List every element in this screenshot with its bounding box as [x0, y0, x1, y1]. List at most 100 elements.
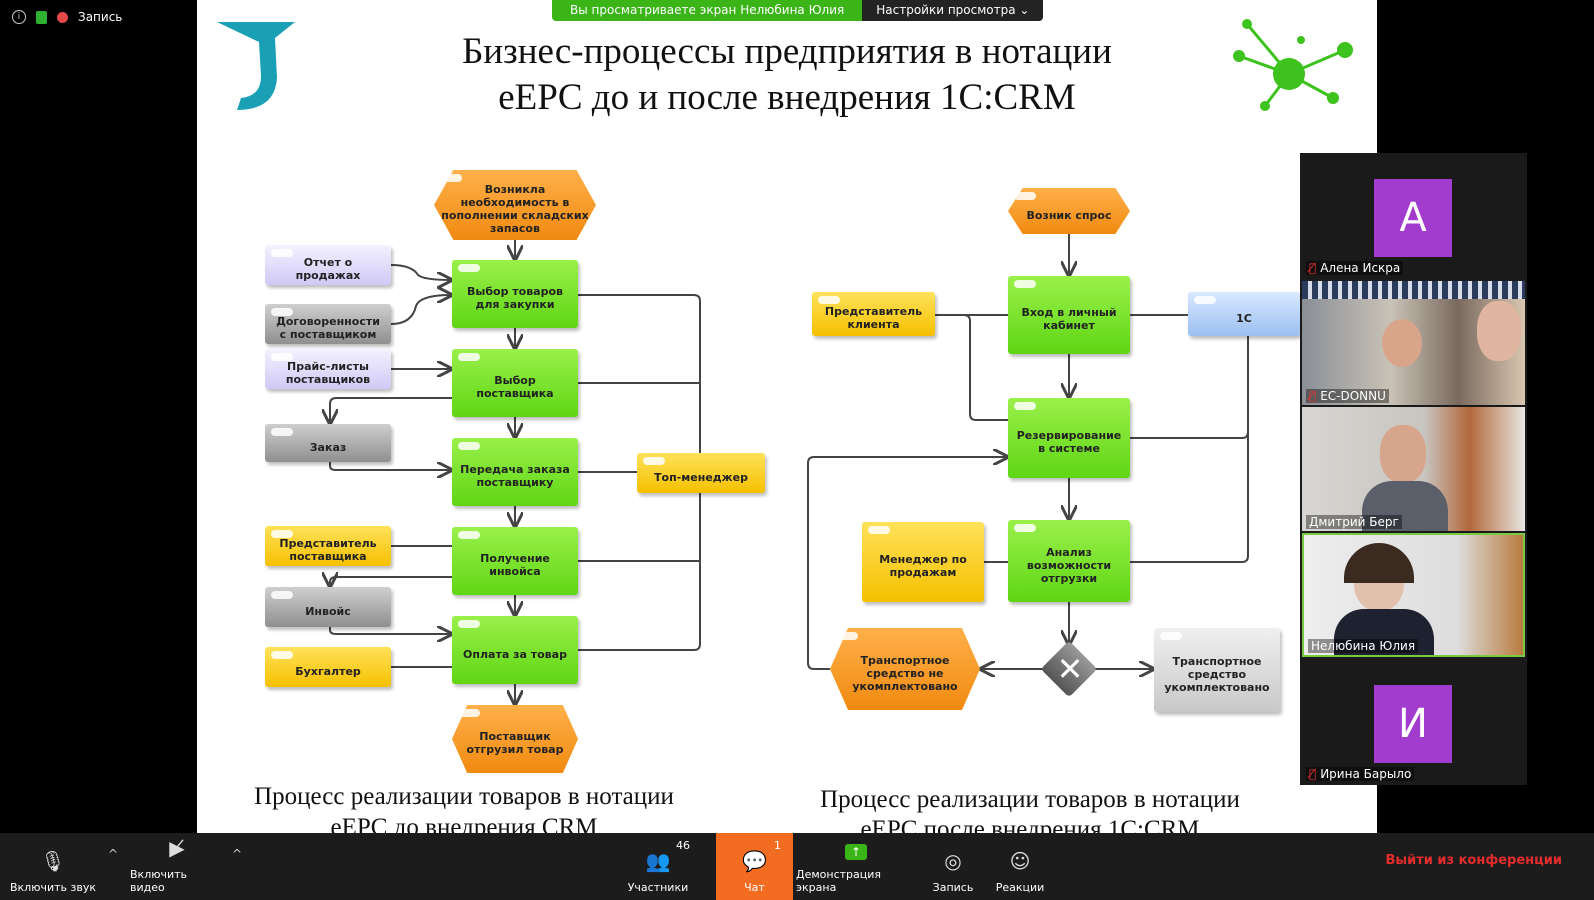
- epc-event-result-box: Транспортное средство укомплектовано: [1154, 628, 1280, 712]
- participants-gallery: А 🎙̸Алена Искра 🎙̸EC-DONNU Дмитрий Берг …: [1300, 153, 1527, 785]
- caption-left-2: eEPC до внедрения CRM: [330, 814, 598, 833]
- function-marker-icon: [458, 531, 480, 539]
- epc-document-box: Инвойс: [265, 587, 391, 627]
- epc-event-box: Возник спрос: [1008, 188, 1130, 234]
- recording-label: Запись: [78, 10, 123, 24]
- box-label: Бухгалтер: [295, 664, 361, 678]
- caption-left: Процесс реализации товаров в нотации: [254, 783, 674, 810]
- video-person: [1477, 301, 1521, 361]
- box-label: Поставщик отгрузил товар: [466, 730, 564, 756]
- epc-function-box: Выбор поставщика: [452, 349, 578, 417]
- epc-document-box: Заказ: [265, 424, 391, 462]
- record-icon: ◎: [944, 849, 962, 873]
- avatar: И: [1374, 685, 1452, 763]
- function-marker-icon: [458, 264, 480, 272]
- caption-right: Процесс реализации товаров в нотации: [820, 786, 1240, 813]
- epc-function-box: Выбор товаров для закупки: [452, 260, 578, 328]
- box-label: Представитель поставщика: [279, 537, 377, 563]
- participant-video-tile-active-speaker[interactable]: Нелюбина Юлия: [1302, 533, 1525, 657]
- epc-org-unit-box: Менеджер по продажам: [862, 522, 984, 602]
- audio-options-caret-icon[interactable]: ^: [108, 847, 119, 861]
- event-marker-icon: [440, 174, 462, 182]
- participant-name: Дмитрий Берг: [1309, 515, 1399, 529]
- box-label: Передача заказа поставщику: [460, 463, 570, 489]
- box-label: Выбор поставщика: [476, 374, 554, 400]
- epc-org-unit-box: Представитель поставщика: [265, 526, 391, 566]
- participant-video-tile[interactable]: 🎙̸EC-DONNU: [1302, 281, 1525, 405]
- box-label: Выбор товаров для закупки: [467, 285, 563, 311]
- function-marker-icon: [1014, 402, 1036, 410]
- box-label: Получение инвойса: [480, 552, 550, 578]
- start-video-button[interactable]: ▶̸Включить видео: [130, 836, 188, 894]
- video-background: [1302, 281, 1525, 299]
- document-marker-icon: [271, 308, 293, 316]
- epc-function-box: Оплата за товар: [452, 616, 578, 684]
- record-button[interactable]: ◎Запись: [932, 849, 974, 894]
- box-label: Вход в личный кабинет: [1021, 306, 1117, 332]
- org-unit-marker-icon: [271, 651, 293, 659]
- epc-function-box: Передача заказа поставщику: [452, 438, 578, 506]
- document-marker-icon: [271, 428, 293, 436]
- reactions-icon: ☺: [1009, 849, 1031, 873]
- epc-function-box: Получение инвойса: [452, 527, 578, 595]
- participant-tile[interactable]: А 🎙̸Алена Искра: [1302, 153, 1525, 277]
- box-label: Заказ: [309, 440, 347, 454]
- epc-function-box: Резервирование в системе: [1008, 398, 1130, 478]
- document-marker-icon: [271, 353, 293, 361]
- participants-count: 46: [676, 839, 690, 852]
- epc-document-box: Договоренности с поставщиком: [265, 304, 391, 344]
- function-marker-icon: [458, 620, 480, 628]
- function-marker-icon: [1014, 524, 1036, 532]
- epc-org-unit-box: Представитель клиента: [812, 292, 935, 336]
- epc-function-box: Вход в личный кабинет: [1008, 276, 1130, 354]
- muted-mic-icon: 🎙̸: [1309, 261, 1317, 275]
- lock-icon[interactable]: [36, 10, 47, 24]
- org-unit-marker-icon: [818, 296, 840, 304]
- event-marker-icon: [458, 709, 480, 717]
- video-off-icon: ▶̸: [169, 836, 185, 860]
- video-person: [1382, 319, 1422, 367]
- box-label: Оплата за товар: [463, 647, 567, 661]
- unmute-button[interactable]: 🎙Включить звук: [9, 849, 96, 894]
- epc-document-box: Отчет о продажах: [265, 245, 391, 285]
- recording-icon: [57, 11, 68, 23]
- participant-video-tile[interactable]: Дмитрий Берг: [1302, 407, 1525, 531]
- box-label: Резервирование в системе: [1016, 429, 1122, 455]
- video-person-hair: [1344, 543, 1414, 583]
- network-logo: [1233, 19, 1353, 111]
- participant-name: Ирина Барыло: [1320, 767, 1412, 781]
- org-unit-marker-icon: [271, 530, 293, 538]
- box-label: Транспортное средство не укомплектовано: [852, 653, 958, 693]
- participants-button[interactable]: 👥Участники: [627, 849, 689, 894]
- org-unit-marker-icon: [868, 526, 890, 534]
- reactions-button[interactable]: ☺Реакции: [995, 849, 1045, 894]
- participant-name: Нелюбина Юлия: [1311, 639, 1416, 653]
- participants-icon: 👥: [645, 849, 671, 873]
- box-label: Инвойс: [305, 604, 351, 618]
- muted-mic-icon: 🎙̸: [1309, 767, 1317, 781]
- box-label: Отчет о продажах: [295, 256, 361, 282]
- document-marker-icon: [271, 249, 293, 257]
- video-options-caret-icon[interactable]: ^: [232, 847, 243, 861]
- share-screen-button[interactable]: ↑Демонстрация экрана: [796, 844, 882, 894]
- box-label: 1С: [1236, 311, 1252, 325]
- epc-org-unit-box: Топ-менеджер: [637, 453, 765, 493]
- org-unit-marker-icon: [643, 457, 665, 465]
- mic-muted-icon: 🎙: [40, 849, 66, 873]
- info-icon[interactable]: i: [12, 10, 26, 24]
- leave-meeting-button[interactable]: Выйти из конференции: [1385, 853, 1562, 868]
- chat-button[interactable]: 💬Чат: [716, 833, 793, 900]
- information-system-marker-icon: [1194, 296, 1216, 304]
- box-label: Анализ возможности отгрузки: [1026, 545, 1112, 585]
- slide-title-line1: Бизнес-процессы предприятия в нотации: [462, 31, 1112, 72]
- university-logo: [217, 22, 295, 110]
- event-result-marker-icon: [1160, 632, 1182, 640]
- muted-mic-icon: 🎙̸: [1309, 389, 1317, 403]
- box-label: Представитель клиента: [824, 305, 923, 331]
- participant-tile[interactable]: И 🎙̸Ирина Барыло: [1302, 659, 1525, 783]
- epc-function-box: Анализ возможности отгрузки: [1008, 520, 1130, 602]
- epc-event-box: Возникла необходимость в пополнении скла…: [434, 170, 596, 240]
- function-marker-icon: [1014, 280, 1036, 288]
- view-options-button[interactable]: Настройки просмотра ⌄: [862, 0, 1044, 21]
- box-label: Менеджер по продажам: [879, 553, 967, 579]
